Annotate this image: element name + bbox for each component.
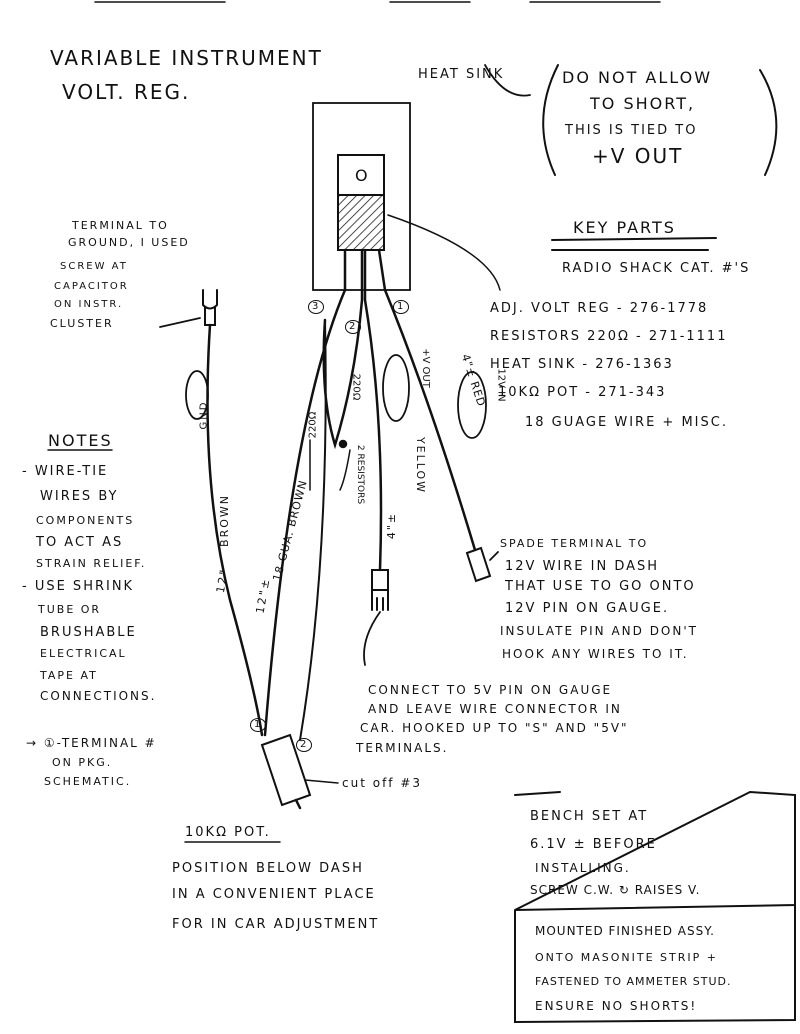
resistor-2-label: 220Ω	[350, 373, 362, 401]
note-1-line-2: wires by	[40, 489, 119, 504]
connect-note-1: Connect to 5V pin on gauge	[368, 683, 613, 697]
heat-sink-note-1: Do not allow	[562, 68, 713, 87]
bench-note-2: 6.1V ± before	[530, 837, 657, 852]
pot-body	[260, 733, 312, 807]
heat-sink-note-4: +V out	[592, 144, 684, 168]
heat-sink-note-2: to short,	[590, 94, 696, 113]
note-1-line-3: components	[36, 514, 135, 527]
ground-note-3: screw at	[60, 261, 128, 272]
regulator-arrow	[387, 214, 501, 291]
vout-oval	[382, 354, 410, 422]
note-3-line-3: schematic.	[44, 775, 132, 788]
red-spade	[465, 546, 492, 583]
mount-note-2: onto masonite strip +	[535, 951, 718, 964]
bench-note-4: Screw C.W. ↻ raises V.	[530, 883, 701, 897]
connect-note-2: and leave wire connector in	[368, 702, 622, 716]
pot-note-1: Position below dash	[172, 861, 364, 876]
wire-red	[377, 248, 477, 552]
ground-arrow	[159, 317, 201, 328]
yellow-length-label: 4"±	[385, 511, 399, 540]
regulator-body	[337, 194, 385, 251]
spade-note-4: 12V pin on gauge.	[505, 601, 670, 616]
pot-label: 10KΩ Pot.	[185, 825, 271, 840]
note-2-line-1: - Use shrink	[22, 579, 135, 594]
key-part-3: Heat Sink - 276-1363	[490, 357, 674, 372]
wire-pin2	[322, 248, 364, 450]
note-2-line-3: brushable	[40, 625, 137, 640]
cutoff-arrow	[304, 779, 339, 784]
connect-note-3: car. Hooked up to "S" and "5V"	[360, 721, 629, 735]
title-line1: Variable Instrument	[50, 46, 323, 70]
mount-note-4: Ensure no shorts!	[535, 999, 698, 1013]
spade-note-2: 12V wire in dash	[505, 559, 660, 574]
ground-note-2: ground, I used	[68, 236, 190, 249]
key-part-5: 18 Guage Wire + Misc.	[525, 415, 728, 430]
key-parts-rule	[551, 237, 717, 241]
ground-note-6: cluster	[50, 317, 114, 330]
spade-note-6: hook any wires to it.	[502, 647, 689, 661]
spade-note-5: Insulate pin and don't	[500, 624, 698, 638]
note-3-line-1: → ①-Terminal #	[26, 736, 157, 750]
cut-off-label: cut off #3	[342, 776, 423, 790]
v12-oval	[457, 371, 487, 439]
key-part-2: Resistors 220Ω - 271-1111	[490, 329, 728, 344]
note-bracket-left	[542, 64, 559, 176]
bench-note-3: installing.	[535, 861, 631, 875]
v12in-label: 12V in	[495, 368, 507, 402]
spade-note-1: Spade terminal to	[500, 537, 649, 550]
note-1-line-1: - Wire-tie	[22, 464, 109, 479]
mount-note-3: fastened to ammeter stud.	[535, 975, 732, 988]
heat-sink-arrow	[484, 64, 531, 97]
wire-ground-brown	[206, 323, 264, 737]
resistor-arrow-right	[339, 449, 351, 491]
brown-label: Brown	[217, 494, 231, 547]
note-2-line-2: tube or	[38, 603, 102, 616]
gnd-label: GND	[198, 400, 210, 430]
key-part-1: Adj. Volt Reg - 276-1778	[490, 301, 709, 316]
ground-note-1: Terminal to	[72, 219, 169, 232]
wire-yellow	[363, 248, 383, 572]
yellow-spade	[371, 569, 389, 611]
note-2-line-6: connections.	[40, 689, 157, 703]
note-bracket-right	[759, 69, 778, 176]
yellow-arrow	[363, 611, 381, 666]
note-2-line-4: electrical	[40, 647, 127, 660]
pin-1-label: 1	[393, 300, 410, 314]
ground-note-5: on instr.	[54, 299, 124, 310]
pin-2-label: 2	[345, 320, 362, 334]
note-2-line-5: tape at	[40, 669, 98, 682]
bench-note-1: Bench set at	[530, 809, 649, 824]
key-part-4: 10KΩ Pot - 271-343	[498, 385, 667, 400]
heat-sink-label: Heat Sink	[418, 67, 505, 82]
mount-note-1: Mounted finished assy.	[535, 924, 715, 938]
key-parts-heading: Key Parts	[573, 218, 676, 237]
resistor-1-label: 220Ω	[307, 411, 319, 439]
pot-pin-2: 2	[296, 738, 313, 752]
regulator-pin-label: O	[355, 166, 370, 185]
title-line2: Volt. Reg.	[62, 80, 191, 104]
notes-heading: Notes	[48, 431, 113, 450]
pin-3-label: 3	[308, 300, 325, 314]
yellow-label: Yellow	[414, 436, 428, 495]
gnd-oval	[185, 370, 209, 420]
note-1-line-5: strain relief.	[36, 557, 147, 570]
ground-spade	[202, 289, 218, 326]
connect-note-4: terminals.	[356, 741, 449, 755]
vout-label: +V out	[419, 348, 431, 388]
note-1-line-4: to act as	[36, 535, 124, 550]
resistors-label: 2 Resistors	[355, 444, 366, 505]
ground-note-4: capacitor	[54, 281, 129, 292]
pot-note-2: in a convenient place	[172, 887, 376, 902]
mount-box	[514, 904, 796, 1024]
heat-sink-note-3: this is tied to	[565, 123, 698, 138]
wire-pin3-brown	[263, 248, 347, 737]
pot-pin-1: 1	[250, 718, 267, 732]
red-arrow	[489, 551, 499, 561]
key-parts-subheading: Radio Shack Cat. #'s	[562, 261, 751, 276]
pot-shaft	[294, 798, 302, 810]
note-3-line-2: on pkg.	[52, 756, 113, 769]
resistor-lead	[299, 319, 327, 741]
spade-note-3: that use to go onto	[505, 579, 696, 594]
pot-note-3: for in car adjustment	[172, 917, 380, 932]
